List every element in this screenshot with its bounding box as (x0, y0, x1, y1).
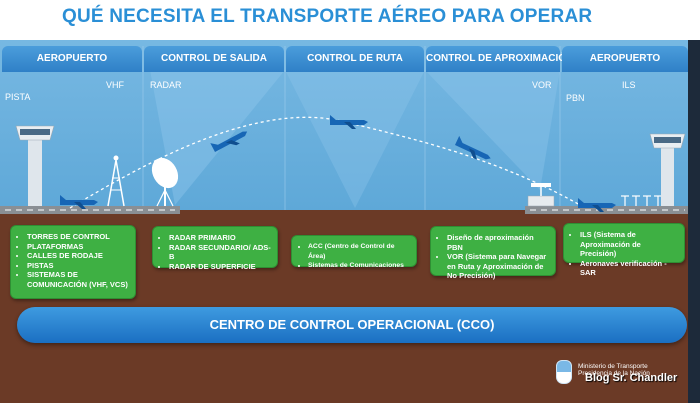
phase-tab-airport-arrival: AEROPUERTO (562, 46, 688, 72)
airplane-icon (60, 195, 98, 209)
phase-tab-approach-control: CONTROL DE APROXIMACIÓN (426, 46, 573, 72)
airplane-icon (578, 198, 616, 212)
list-item: Diseño de aproximación PBN (447, 233, 549, 252)
radar-label: RADAR (150, 80, 182, 90)
radar-beam (150, 70, 285, 205)
right-edge-bar (688, 40, 700, 403)
scene-graphics (0, 46, 688, 214)
airplane-icon (330, 115, 368, 129)
footer (0, 345, 700, 403)
departure-control-box: RADAR PRIMARIO RADAR SECUNDARIO/ ADS-B R… (152, 226, 278, 271)
list-item: Sistemas de Comunicaciones (308, 261, 410, 271)
pista-label: PISTA (5, 92, 31, 102)
title-bar: QUÉ NECESITA EL TRANSPORTE AÉREO PARA OP… (0, 0, 700, 40)
airplane-icon (210, 131, 248, 152)
phase-tab-departure-control: CONTROL DE SALIDA (144, 46, 284, 72)
ministry-line: Ministerio de Transporte (578, 363, 648, 370)
runway-left (0, 206, 180, 214)
approach-control-box: Diseño de aproximación PBN VOR (Sistema … (430, 226, 556, 280)
ils-label: ILS (622, 80, 636, 90)
airport-departure-box: TORRES DE CONTROL PLATAFORMAS CALLES DE … (10, 225, 136, 299)
ministry-line: Presidencia de la Nación (578, 370, 650, 377)
route-beam (285, 70, 425, 208)
ils-antenna-icon (621, 195, 662, 206)
cco-banner: CENTRO DE CONTROL OPERACIONAL (CCO) (17, 307, 687, 343)
argentina-emblem-icon (556, 360, 572, 384)
ministry-text: Ministerio de Transporte Presidencia de … (578, 363, 650, 377)
airport-arrival-box: ILS (Sistema de Aproximación de Precisió… (563, 223, 685, 277)
vor-label: VOR (532, 80, 552, 90)
list-item: SISTEMAS DE COMUNICACIÓN (VHF, VCS) (27, 270, 129, 289)
list-item: PISTAS (27, 261, 129, 271)
vhf-antenna-icon (107, 155, 125, 207)
list-item: RADAR PRIMARIO (169, 233, 271, 243)
radar-dish-icon (151, 157, 179, 207)
vor-station-icon (527, 183, 555, 207)
list-item: RADAR SECUNDARIO/ ADS-B (169, 243, 271, 262)
list-item: ILS (Sistema de Aproximación de Precisió… (580, 230, 678, 259)
phase-tab-airport-departure: AEROPUERTO (2, 46, 142, 72)
control-tower-left-icon (15, 125, 55, 206)
diagram-scene: AEROPUERTO CONTROL DE SALIDA CONTROL DE … (0, 40, 700, 403)
watermark: Blog Sr. Chandler (585, 372, 678, 384)
pbn-label: PBN (566, 93, 585, 103)
list-item: Aeronaves verificación - SAR (580, 259, 678, 278)
page-title: QUÉ NECESITA EL TRANSPORTE AÉREO PARA OP… (62, 6, 593, 27)
phase-tab-route-control: CONTROL DE RUTA (286, 46, 424, 72)
list-item: ACC (Centro de Control de Área) (308, 242, 410, 261)
vhf-label: VHF (106, 80, 124, 90)
list-item: RADAR DE SUPERFICIE (169, 262, 271, 272)
list-item: CALLES DE RODAJE (27, 251, 129, 261)
runway-right (525, 206, 688, 214)
approach-beam (425, 70, 560, 190)
list-item: TORRES DE CONTROL (27, 232, 129, 242)
airplane-icon (455, 135, 491, 160)
list-item: VOR (Sistema para Navegar en Ruta y Apro… (447, 252, 549, 281)
control-tower-right-icon (649, 133, 686, 206)
route-control-box: ACC (Centro de Control de Área) Sistemas… (291, 235, 417, 269)
list-item: PLATAFORMAS (27, 242, 129, 252)
